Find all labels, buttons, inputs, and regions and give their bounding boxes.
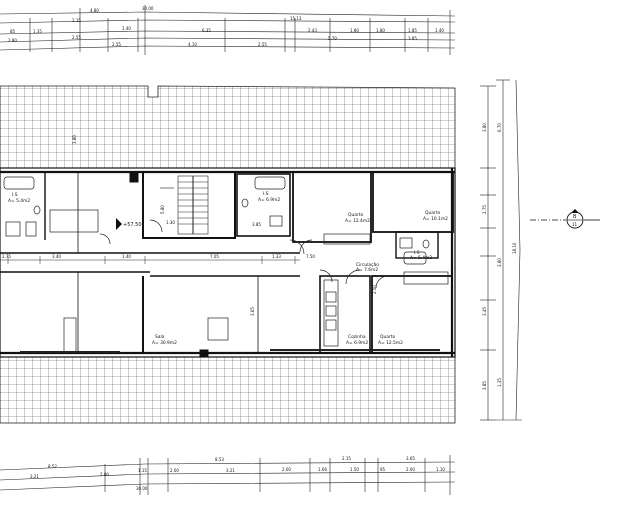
room-sala-name: Sala [155, 334, 165, 340]
dim-top-r3-6: 1.80 [376, 28, 385, 33]
dim-bot-r2-2: 1.15 [138, 468, 147, 473]
dim-right-mid-1: 3.80 [497, 258, 502, 267]
dim-right-mid-0: 6.70 [497, 123, 502, 132]
misc-label-3: 2.50 [372, 285, 377, 294]
room-quarto1-area: A= 12.4m2 [345, 218, 370, 224]
dim-top-r5-0: 2.55 [112, 42, 121, 47]
room-labels: Quarto A= 12.4m2 Quarto A= 10.1m2 I.S A=… [8, 191, 448, 346]
dim-bot-r1-3: 3.65 [406, 456, 415, 461]
dim-top-r1-b: 30.00 [142, 6, 154, 11]
section-number: 11 [572, 222, 578, 227]
dim-mid-0: 2.75 [2, 254, 11, 259]
dim-top-r3-2: 1.40 [122, 26, 131, 31]
room-sala-area: A= 30.9m2 [152, 340, 177, 346]
top-dimension-texts: 4.80 30.00 2.15 15.13 85 1.35 1.40 6.35 … [8, 6, 444, 47]
dim-top-r3-5: 1.80 [350, 28, 359, 33]
dim-bot-r2-1: 2.00 [100, 472, 109, 477]
dim-top-r4-2: 5.70 [328, 36, 337, 41]
dim-right-mid-2: 1.35 [497, 378, 502, 387]
misc-label-1: 5.80 [160, 205, 165, 214]
dim-bot-r2-9: 2.00 [406, 467, 415, 472]
dim-top-r3-7: 1.85 [408, 28, 417, 33]
middle-dimension-line [0, 256, 300, 264]
dim-bot-r2-7: 1.50 [350, 467, 359, 472]
stairs [160, 175, 209, 235]
dim-top-r2-b: 15.13 [290, 16, 302, 21]
dim-mid-7: 3.85 [252, 222, 261, 227]
middle-dimension-texts: 2.75 3.40 1.40 7.05 1.33 7.50 1.30 3.85 [2, 220, 315, 259]
dim-mid-6: 1.30 [166, 220, 175, 225]
dim-mid-2: 1.40 [122, 254, 131, 259]
level-marker: +57.50 [116, 218, 142, 230]
dim-top-r5-1: 4.10 [188, 42, 197, 47]
dim-bot-r1-1: 8.53 [215, 457, 224, 462]
dim-top-r4-0: 2.80 [8, 38, 17, 43]
dim-right-inner-0: 3.80 [482, 123, 487, 132]
dim-top-r3-8: 1.40 [435, 28, 444, 33]
building-walls [0, 167, 456, 358]
dim-bot-r2-5: 2.00 [282, 467, 291, 472]
room-cozinha-name: Cozinha [348, 334, 366, 340]
misc-label-2: 3.65 [250, 307, 255, 316]
terrace-top [0, 85, 456, 169]
right-dimension-lines [480, 79, 522, 421]
dim-top-r1-a: 4.80 [90, 8, 99, 13]
section-letter: B [573, 214, 577, 220]
dim-bot-r2-10: 1.10 [436, 467, 445, 472]
dim-right-inner-1: 2.75 [482, 205, 487, 214]
section-marker: B 11 [530, 209, 600, 229]
dim-top-r4-3: 3.85 [408, 36, 417, 41]
dim-top-r3-1: 1.35 [33, 29, 42, 34]
room-cozinha-area: A= 6.9m2 [346, 340, 368, 346]
dim-top-r3-4: 2.43 [308, 28, 317, 33]
level-triangle-icon [116, 218, 122, 230]
right-dimension-texts: 18.10 6.70 3.80 1.35 3.80 2.75 3.45 3.85 [482, 123, 517, 390]
bottom-dimension-lines [0, 455, 456, 495]
dim-top-r4-1: 2.55 [72, 35, 81, 40]
dim-top-r3-0: 85 [10, 29, 16, 34]
terrace-bottom [0, 356, 456, 424]
room-is3-name: I.S [414, 250, 420, 256]
dim-right-outer: 18.10 [512, 242, 517, 254]
room-is1-area: A= 5.4m2 [8, 198, 30, 204]
room-is2-area: A= 6.9m2 [258, 197, 280, 203]
misc-label-0: 3.80 [72, 135, 77, 144]
dim-mid-3: 7.05 [210, 254, 219, 259]
dim-bot-r2-4: 3.21 [226, 468, 235, 473]
dim-bot-r1-2: 2.15 [342, 456, 351, 461]
dim-right-inner-3: 3.85 [482, 381, 487, 390]
dim-bot-r2-6: 1.66 [318, 467, 327, 472]
room-quarto3-area: A= 12.5m2 [378, 340, 403, 346]
room-quarto1-name: Quarto [348, 212, 363, 218]
room-is1-name: I.S [12, 192, 18, 198]
dim-top-r5-2: 2.55 [258, 42, 267, 47]
dim-bot-r1-0: 8.52 [48, 464, 57, 469]
room-circulacao-area: A= 7.6m2 [356, 267, 378, 273]
dim-mid-1: 3.40 [52, 254, 61, 259]
level-value: +57.50 [123, 222, 142, 228]
room-circulacao-name: Circulação [356, 262, 379, 268]
dim-bot-r2-8: 95 [380, 467, 386, 472]
dim-mid-5: 7.50 [306, 254, 315, 259]
dim-bot-r3-0: 30.00 [136, 486, 148, 491]
room-quarto3-name: Quarto [380, 334, 395, 340]
room-is2-name: I.S [263, 191, 269, 197]
room-quarto2-area: A= 10.1m2 [423, 216, 448, 222]
section-arrow-icon [571, 209, 579, 213]
room-is3-area: A= 5.4m2 [410, 255, 432, 261]
bottom-dimension-texts: 8.52 8.53 2.15 3.65 3.21 2.00 1.15 2.00 … [30, 456, 445, 491]
dim-bot-r2-3: 2.00 [170, 468, 179, 473]
dim-top-r3-3: 6.35 [202, 28, 211, 33]
fixtures [3, 176, 449, 353]
misc-plan-labels: 3.80 5.80 3.65 2.50 [72, 135, 377, 316]
dim-top-r2-a: 2.15 [72, 18, 81, 23]
top-dimension-lines [0, 5, 456, 55]
dim-right-inner-2: 3.45 [482, 307, 487, 316]
room-quarto2-name: Quarto [425, 210, 440, 216]
dim-mid-4: 1.33 [272, 254, 281, 259]
dim-bot-r2-0: 3.21 [30, 474, 39, 479]
